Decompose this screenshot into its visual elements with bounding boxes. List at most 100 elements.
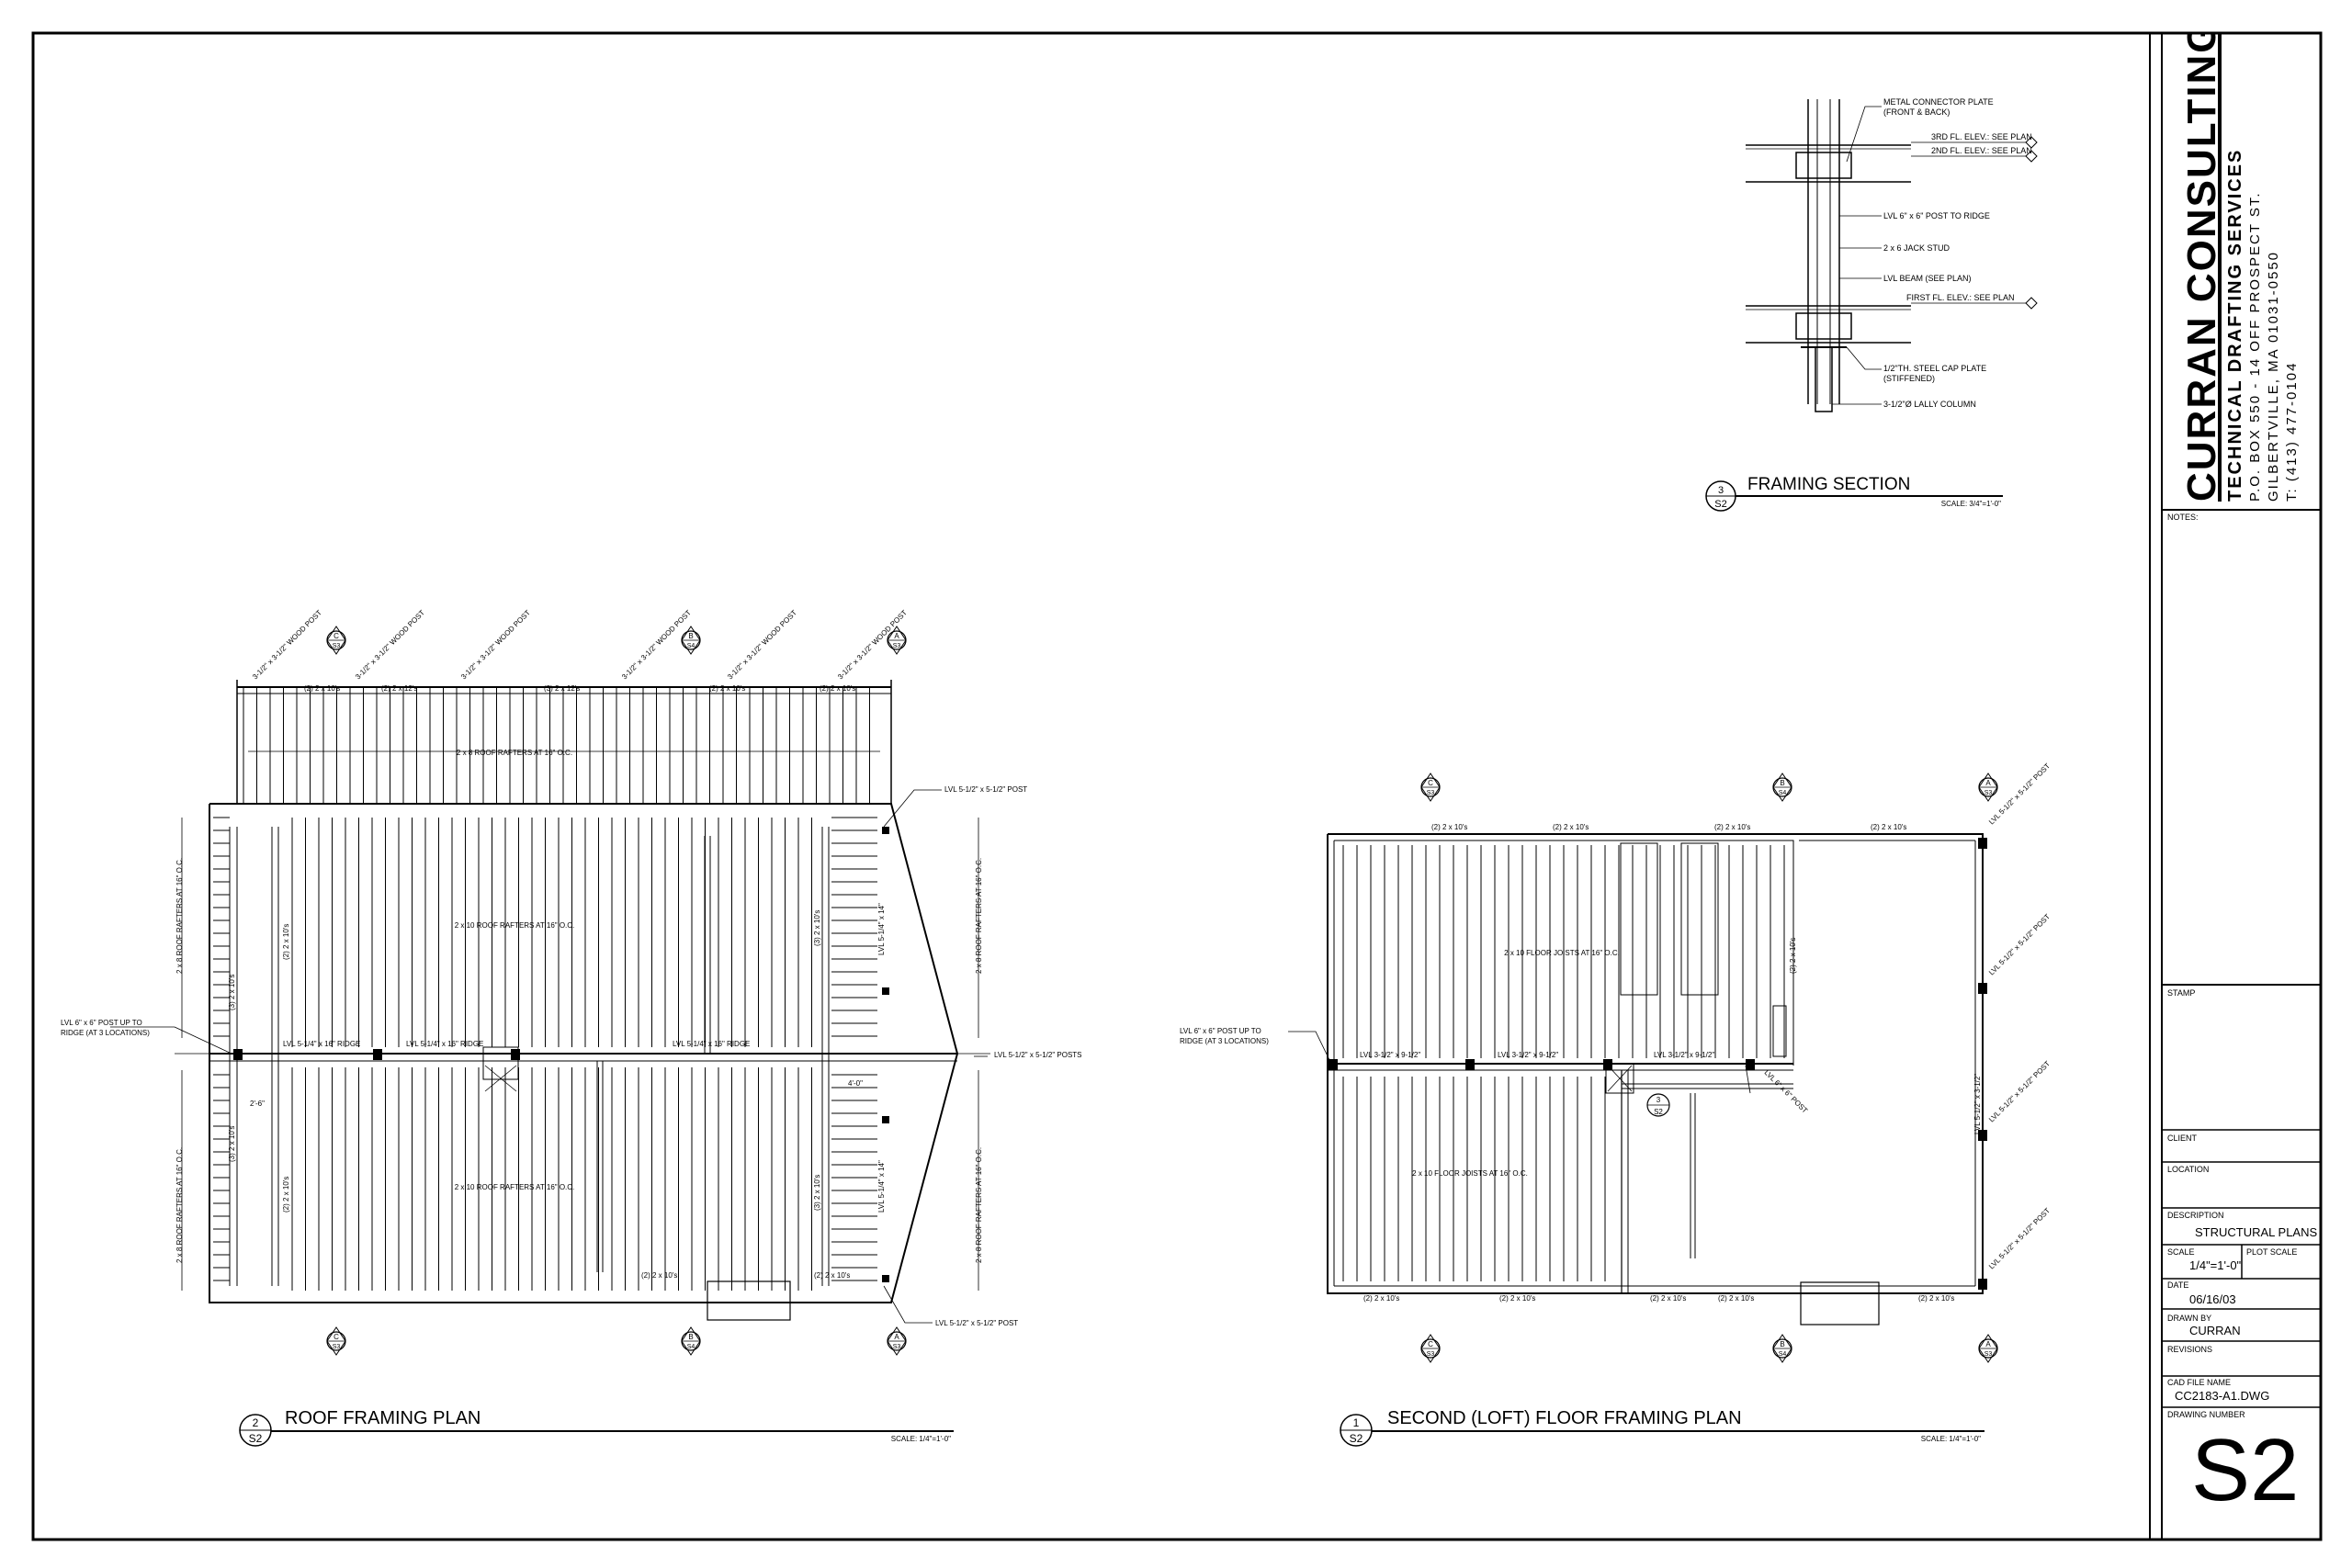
section-sheet: S2 [1714, 499, 1726, 510]
roof-post-label: 3-1/2" x 3-1/2" WOOD POST [726, 608, 798, 681]
revisions-label: REVISIONS [2167, 1345, 2213, 1354]
location-label: LOCATION [2167, 1165, 2210, 1174]
loft-header-label: (2) 2 x 10's [1650, 1294, 1686, 1303]
roof-lvl-post-note: RIDGE (AT 3 LOCATIONS) [61, 1029, 150, 1037]
grid-bubble-letter: B [688, 632, 693, 640]
loft-plan-structure [1288, 833, 1984, 1325]
scale-value: 1/4"=1'-0" [2189, 1258, 2242, 1272]
loft-lower-joists [1342, 1077, 1606, 1281]
cad-file-value: CC2183-A1.DWG [2175, 1389, 2270, 1403]
loft-detail-sheet: S2 [1350, 1432, 1363, 1445]
loft-plan-title-text: SECOND (LOFT) FLOOR FRAMING PLAN [1387, 1408, 1742, 1428]
roof-header-label: (3) 2 x 10's [813, 1175, 821, 1211]
grid-bubble-sheet: S4 [687, 1344, 695, 1350]
grid-bubble-letter: B [1780, 779, 1784, 787]
stamp-label: STAMP [2167, 988, 2196, 998]
loft-beam-label: LVL 5-1/2" x 3-1/2" [1973, 1074, 1982, 1134]
loft-posts [1329, 838, 1987, 1290]
loft-section-reference: 3 S2 [1646, 1093, 1670, 1117]
roof-header-label: (2) 2 x 12's [381, 684, 417, 693]
description-value: STRUCTURAL PLANS [2195, 1225, 2318, 1239]
grid-bubble: CS3 [326, 1326, 346, 1356]
loft-joist-note: 2 x 10 FLOOR JOISTS AT 16" O.C. [1412, 1169, 1528, 1178]
loft-plan-labels: (2) 2 x 10's (2) 2 x 10's (2) 2 x 10's (… [1180, 761, 2052, 1303]
loft-lvl-post-note: RIDGE (AT 3 LOCATIONS) [1180, 1037, 1269, 1045]
roof-plan-title: 2 S2 ROOF FRAMING PLAN SCALE: 1/4"=1'-0" [239, 1408, 954, 1447]
scale-label: SCALE [2167, 1247, 2195, 1257]
grid-bubble: AS3 [887, 1326, 907, 1356]
loft-section-ref-sheet: S2 [1654, 1108, 1663, 1116]
framing-section-notes: METAL CONNECTOR PLATE (FRONT & BACK) 3RD… [1883, 97, 2032, 409]
roof-header-label: (2) 2 x 10's [814, 1271, 850, 1280]
grid-bubble: CS3 [1420, 773, 1441, 802]
roof-rafter-note: 2 x 10 ROOF RAFTERS AT 16" O.C. [455, 1183, 575, 1191]
loft-header-label: (2) 2 x 10's [1918, 1294, 1954, 1303]
roof-post-label: 3-1/2" x 3-1/2" WOOD POST [620, 608, 693, 681]
grid-bubble-letter: C [1428, 1340, 1433, 1348]
section-scale: SCALE: 3/4"=1'-0" [1941, 500, 2001, 508]
grid-bubble-sheet: S3 [1984, 790, 1993, 796]
section-note: (FRONT & BACK) [1883, 107, 1950, 117]
grid-bubble-letter: C [1428, 779, 1433, 787]
sheet-border [31, 31, 2323, 1541]
section-note: 1/2"TH. STEEL CAP PLATE [1883, 364, 1986, 373]
loft-joist-note: 2 x 10 FLOOR JOISTS AT 16" O.C. [1504, 949, 1620, 957]
roof-lvl-label: LVL 5-1/4" x 14" [877, 1160, 886, 1213]
section-note: LVL 6" x 6" POST TO RIDGE [1883, 211, 1990, 220]
roof-dimension: 4'-0" [848, 1079, 863, 1088]
roof-post-note: LVL 5-1/2" x 5-1/2" POSTS [994, 1051, 1082, 1059]
grid-bubble: B S4 [681, 626, 701, 655]
roof-rafter-note: 2 x 10 ROOF RAFTERS AT 16" O.C. [455, 921, 575, 930]
roof-header-label: (2) 2 x 10's [641, 1271, 677, 1280]
roof-header-label: (2) 2 x 10's [304, 684, 340, 693]
loft-header-label: (2) 2 x 10's [1499, 1294, 1535, 1303]
roof-rafter-note: 2 x 8 ROOF RAFTERS AT 16" O.C. [457, 749, 572, 757]
grid-bubble: AS3 [1978, 1334, 1998, 1363]
roof-post-label: 3-1/2" x 3-1/2" WOOD POST [459, 608, 532, 681]
roof-header-label: (3) 2 x 12's [544, 684, 580, 693]
drawing-number-label: DRAWING NUMBER [2167, 1410, 2245, 1419]
grid-bubble-letter: C [334, 1333, 339, 1341]
grid-bubble: BS4 [1772, 773, 1792, 802]
grid-bubble-sheet: S3 [333, 643, 341, 649]
loft-plan-scale: SCALE: 1/4"=1'-0" [1921, 1435, 1981, 1443]
grid-bubble: BS4 [681, 1326, 701, 1356]
roof-plan-labels: (2) 2 x 10's (2) 2 x 12's (3) 2 x 12's (… [61, 608, 1082, 1327]
grid-bubble-sheet: S3 [893, 1344, 901, 1350]
roof-lvl-post-note: LVL 6" x 6" POST UP TO [61, 1019, 142, 1027]
section-note: 3-1/2"Ø LALLY COLUMN [1883, 400, 1976, 409]
loft-header-label: (2) 2 x 10's [1871, 823, 1906, 831]
section-title: FRAMING SECTION [1747, 475, 1910, 494]
loft-post-note: LVL 5-1/2" x 5-1/2" POST [1987, 1206, 2052, 1270]
roof-header-label: (3) 2 x 10's [228, 1126, 236, 1162]
loft-post-note: LVL 5-1/2" x 5-1/2" POST [1987, 912, 2052, 976]
grid-bubble: AS3 [1978, 773, 1998, 802]
loft-header-label: (2) 2 x 10's [1714, 823, 1750, 831]
grid-bubble-sheet: S3 [1427, 1351, 1435, 1358]
roof-header-label: (2) 2 x 10's [709, 684, 745, 693]
roof-rafter-note: 2 x 8 ROOF RAFTERS AT 16" O.C. [175, 1147, 184, 1263]
roof-ridge-label: LVL 5-1/4" x 16" RIDGE [283, 1040, 360, 1048]
loft-header-label: (2) 2 x 10's [1718, 1294, 1754, 1303]
roof-ridge-posts [233, 827, 889, 1282]
roof-header-label: (2) 2 x 10's [282, 924, 290, 960]
roof-rafter-note: 2 x 8 ROOF RAFTERS AT 16" O.C. [175, 858, 184, 974]
grid-bubble-letter: A [894, 632, 899, 640]
framing-section-title: 3 S2 FRAMING SECTION SCALE: 3/4"=1'-0" [1705, 475, 2003, 512]
section-note: FIRST FL. ELEV.: SEE PLAN [1906, 293, 2015, 302]
loft-header-label: (2) 2 x 10's [1789, 938, 1797, 974]
roof-plan-title-text: ROOF FRAMING PLAN [285, 1408, 481, 1428]
loft-lvl-post-note: LVL 6" x 6" POST UP TO [1180, 1027, 1261, 1035]
grid-bubble: AS3 [887, 626, 907, 655]
section-note: METAL CONNECTOR PLATE [1883, 97, 1994, 107]
grid-bubble: BS4 [1772, 1334, 1792, 1363]
roof-ridge-label: LVL 5-1/4" x 16" RIDGE [673, 1040, 750, 1048]
titleblock: NOTES: STAMP CLIENT LOCATION DESCRIPTION… [2162, 33, 2321, 1540]
section-note: 3RD FL. ELEV.: SEE PLAN [1931, 132, 2032, 141]
grid-bubble-sheet: S4 [687, 643, 695, 649]
drawn-by-label: DRAWN BY [2167, 1314, 2212, 1323]
loft-beam-label: LVL 3-1/2" x 9-1/2" [1654, 1051, 1714, 1059]
roof-post-label: 3-1/2" x 3-1/2" WOOD POST [251, 608, 323, 681]
roof-ridge-label: LVL 5-1/4" x 16" RIDGE [406, 1040, 483, 1048]
loft-header-label: (2) 2 x 10's [1431, 823, 1467, 831]
